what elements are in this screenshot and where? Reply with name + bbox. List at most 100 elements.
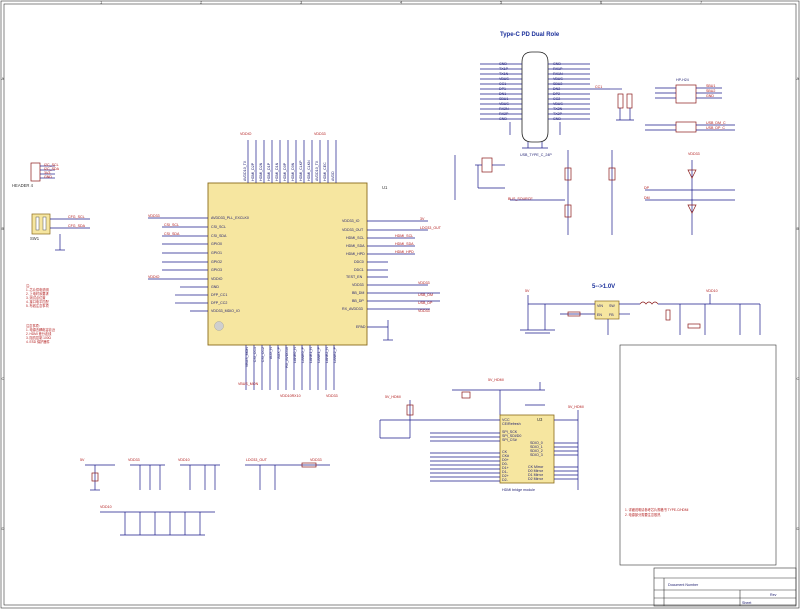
u1-pin-right-1: VDD33_OUT	[342, 228, 364, 232]
u1-pin-right-9: BB_DM	[352, 291, 364, 295]
note-left2-4: 4. ESD 保护器件	[26, 339, 51, 344]
title-block-rev: Rev	[770, 593, 777, 597]
zone-left-b: B	[2, 226, 5, 231]
svg-text:VDD33: VDD33	[418, 281, 430, 285]
u1-pin-left-9: DFP_CC1	[211, 293, 227, 297]
net-vddio-left: VDDIO	[148, 275, 160, 279]
u1-pin-right-2: HDMI_SCL	[346, 236, 364, 240]
u1-pin-left-4: GPIO1	[211, 251, 222, 255]
svg-text:5V_HDMI: 5V_HDMI	[568, 405, 584, 409]
note-left2-0: 注意事项：	[26, 323, 42, 328]
net-ldo33-out: LDO33_OUT	[420, 226, 442, 230]
u1-pin-bottom-9: LANE1_P	[317, 346, 321, 362]
svg-text:VDD33: VDD33	[128, 458, 140, 462]
u1-pin-top-0: AVDD10_TX	[243, 160, 247, 181]
u3-ic: 5V_HDMI U3 VCC CE/Refresh SPI_SCK SPI_SD…	[379, 378, 584, 492]
u3-pin-left-0: VCC	[502, 418, 510, 422]
u1-pin-left-0: AVDD33_PLL_EXCLK0	[211, 216, 249, 220]
svg-text:SBU2: SBU2	[706, 89, 715, 93]
net-vdd33-top: VDD33	[314, 132, 326, 136]
u1-pin-right-10: BB_DP	[352, 299, 364, 303]
u1-pin-bottom-8: LANE1_N	[309, 347, 313, 363]
u1-epad: EPAD	[356, 325, 366, 329]
u1-bottom-pins: VBUS_MON CSI_CC1 CSI_CC2 AUX_N AUX_P RX_…	[238, 345, 338, 398]
svg-text:HP-H24: HP-H24	[676, 78, 689, 82]
svg-text:HDMI_SCL: HDMI_SCL	[395, 234, 413, 238]
usb-title: Type-C PD Dual Role	[500, 32, 560, 38]
u1-pin-right-0: VDD33_IO	[342, 219, 360, 223]
svg-text:3V3: 3V3	[44, 171, 50, 175]
svg-text:FB: FB	[609, 313, 614, 317]
zone-top-1: 1	[100, 0, 103, 5]
svg-text:HDMI_HPD: HDMI_HPD	[395, 250, 414, 254]
zone-top-7: 7	[700, 0, 703, 5]
note-left2-1: 1. 电源去耦电容靠近	[26, 327, 56, 332]
svg-text:VDD33: VDD33	[310, 458, 322, 462]
svg-text:VBUS_MON: VBUS_MON	[238, 382, 259, 386]
u3-pin-left-1: CE/Refresh	[502, 422, 521, 426]
note-left-4: 4. 接口电平匹配	[26, 299, 49, 304]
svg-text:CFG_SCL: CFG_SCL	[68, 215, 85, 219]
u1-pin-bottom-0: VBUS_MON	[245, 347, 249, 368]
zone-left-c: C	[2, 376, 5, 381]
u1-pin1-marker	[214, 321, 224, 331]
u1-pin-right-8: VDD33	[352, 283, 364, 287]
u3-left-pins: VCC CE/Refresh SPI_SCK SPI_SDI/D0 SPI_CS…	[502, 418, 521, 482]
u1-pin-left-2: CSI_SDA	[211, 234, 227, 238]
u1-ref: U1	[382, 185, 388, 190]
svg-text:GND: GND	[706, 94, 714, 98]
u3-ref: U3	[537, 417, 543, 422]
svg-text:CSI_SDA: CSI_SDA	[164, 232, 180, 236]
u1-pin-left-6: GPIO3	[211, 268, 222, 272]
note-left2-3: 3. 阻抗控制 100Ω	[26, 335, 51, 340]
usb-type-c-block: Type-C PD Dual Role GND TX1P TX1N VBUS C…	[480, 32, 634, 157]
u1-pin-top-10: HDMI_CEC	[323, 162, 327, 181]
zone-right-d: D	[797, 526, 800, 531]
svg-text:HDMI_SDA: HDMI_SDA	[395, 242, 414, 246]
u3-right-pins: SDIO_0 SDIO_1 SDIO_2 SDIO_3 CK Mirror D0…	[528, 441, 544, 481]
u1-pin-bottom-6: LANE0_N	[293, 347, 297, 363]
u3-pin-left-4: SPI_SDI/D0	[502, 434, 521, 438]
u1-pin-top-4: HDMI_D1N	[275, 162, 279, 181]
svg-text:SBU1: SBU1	[706, 84, 715, 88]
usb-ref: USB_TYPE_C_24P	[520, 153, 552, 157]
sheet-border-inner	[3, 3, 797, 606]
u1-pin-top-8: HDMI_CLKN	[307, 160, 311, 181]
title-block-sheet: Sheet	[742, 601, 751, 605]
u3-part-label: HDMI bridge module	[502, 488, 535, 492]
u3-pin-right-4: SDIO_0	[530, 441, 543, 445]
net-vdd33-left: VDD33	[148, 214, 160, 218]
svg-text:VDD33: VDD33	[418, 309, 430, 313]
u1-pin-left-10: DFP_CC2	[211, 301, 227, 305]
u3-pin-right-7: SDIO_3	[530, 453, 543, 457]
usb-right-pins: GND RX1P RX1N VBUS SBU2 DN2 DP2 CC2 VBUS…	[548, 62, 610, 121]
u3-pin-left-7: CK	[502, 450, 508, 454]
u1-pin-right-6: DDC1	[354, 268, 364, 272]
svg-text:5V: 5V	[80, 458, 85, 462]
u3-pin-left-9: D0+	[502, 458, 509, 462]
svg-text:DP: DP	[644, 186, 650, 190]
notes-left: 注： 1. 芯片供电说明 2. 上电时序要求 3. 测试点位置 4. 接口电平匹…	[26, 283, 49, 308]
u1-pin-top-2: HDMI_D2N	[259, 162, 263, 181]
regulator-block: 5-->1.0V VIN SW EN FB 5V VDD10	[520, 284, 761, 335]
u1-pin-bottom-7: LANE0_P	[301, 346, 305, 362]
u3-pin-right-12: D2 Mirror	[528, 477, 544, 481]
usb-left-pins: GND TX1P TX1N VBUS CC1 DP1 DN1 SBU1 VBUS…	[480, 62, 522, 121]
note-br-0: 1. 详细说明请参考芯片规格书 TYPE-C/HDMI	[625, 507, 689, 512]
u1-pin-top-3: HDMI_D1P	[267, 162, 271, 181]
u1-pin-left-11: VDD33_MDIO_IO	[211, 309, 240, 313]
u3-pin-right-10: D0 Mirror	[528, 469, 544, 473]
u3-body	[499, 414, 555, 484]
net-5v-hdmi: 5V_HDMI	[488, 378, 504, 382]
regulator-ic	[594, 300, 620, 320]
zone-top-4: 4	[400, 0, 403, 5]
dip-switch: CFG_SCL CFG_SDA SW1	[30, 213, 90, 251]
u3-pin-left-11: D1+	[502, 466, 509, 470]
esd-block: HP-H24 SBU1 SBU2 GND USB_DM_C USB_DP_C	[645, 78, 735, 133]
svg-text:3V: 3V	[420, 217, 425, 221]
net-vdd10-reg: VDD10	[706, 289, 718, 293]
u1-pin-left-1: CSI_SCL	[211, 225, 226, 229]
svg-text:USB_DP_C: USB_DP_C	[706, 126, 725, 130]
u3-pin-right-6: SDIO_2	[530, 449, 543, 453]
u1-pin-bottom-10: LANE2_N	[325, 347, 329, 363]
